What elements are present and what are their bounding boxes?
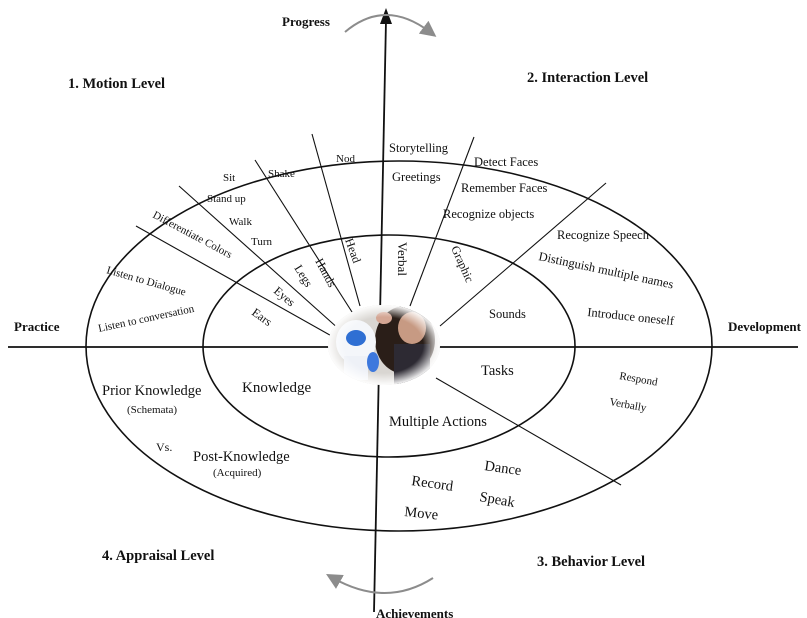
level-title-appraisal: 4. Appraisal Level (102, 548, 214, 564)
label-stand-up: Stand up (207, 193, 246, 205)
label-head: Head (342, 236, 364, 265)
label-acquired: (Acquired) (213, 467, 262, 479)
label-speak: Speak (478, 489, 516, 511)
label-verbal: Verbal (395, 242, 410, 276)
label-knowledge: Knowledge (242, 380, 311, 396)
label-greetings: Greetings (392, 170, 441, 184)
label-differentiate-colors: Differentiate Colors (151, 209, 234, 261)
label-respond: Respond (618, 370, 658, 389)
label-remember-faces: Remember Faces (461, 181, 548, 195)
spokes (135, 133, 622, 486)
level-title-interaction: 2. Interaction Level (527, 70, 648, 86)
label-ears: Ears (249, 305, 275, 329)
label-recognize-objects: Recognize objects (443, 207, 534, 221)
label-post-knowledge: Post-Knowledge (193, 449, 290, 465)
label-prior-knowledge: Prior Knowledge (102, 383, 201, 399)
center-photo (328, 305, 440, 385)
label-turn: Turn (251, 236, 272, 248)
label-recognize-speech: Recognize Speech (557, 228, 650, 242)
label-tasks: Tasks (481, 363, 514, 379)
label-hands: Hands (312, 256, 339, 290)
label-sit: Sit (223, 172, 235, 184)
label-nod: Nod (336, 153, 355, 165)
label-sounds: Sounds (489, 307, 526, 321)
top-rotation-arrow-icon (344, 14, 437, 37)
axis-label-practice: Practice (14, 319, 60, 334)
label-vs: Vs. (156, 440, 172, 454)
level-title-motion: 1. Motion Level (68, 76, 165, 92)
axis-label-progress: Progress (282, 14, 330, 29)
outer-ring (85, 160, 713, 532)
axis-label-development: Development (728, 319, 802, 334)
label-verbally: Verbally (608, 396, 647, 414)
label-walk: Walk (229, 216, 252, 228)
label-schemata: (Schemata) (127, 404, 177, 416)
label-graphic: Graphic (448, 244, 477, 285)
label-multiple-actions: Multiple Actions (389, 414, 487, 430)
label-eyes: Eyes (271, 284, 298, 310)
label-detect-faces: Detect Faces (474, 155, 538, 169)
label-listen-to-dialogue: Listen to Dialogue (105, 264, 187, 298)
label-distinguish-names: Distinguish multiple names (537, 249, 675, 291)
axis-label-achievements: Achievements (376, 606, 453, 618)
bottom-rotation-arrow-icon (326, 574, 434, 594)
level-title-behavior: 3. Behavior Level (537, 554, 645, 570)
middle-ring (202, 234, 576, 458)
label-legs: Legs (291, 262, 315, 289)
label-storytelling: Storytelling (389, 141, 449, 155)
label-shake: Shake (268, 168, 295, 180)
label-dance: Dance (483, 458, 522, 479)
label-introduce-oneself: Introduce oneself (587, 305, 676, 328)
label-move: Move (404, 504, 439, 523)
label-listen-to-conversation: Listen to conversation (97, 303, 196, 335)
label-record: Record (410, 473, 454, 495)
